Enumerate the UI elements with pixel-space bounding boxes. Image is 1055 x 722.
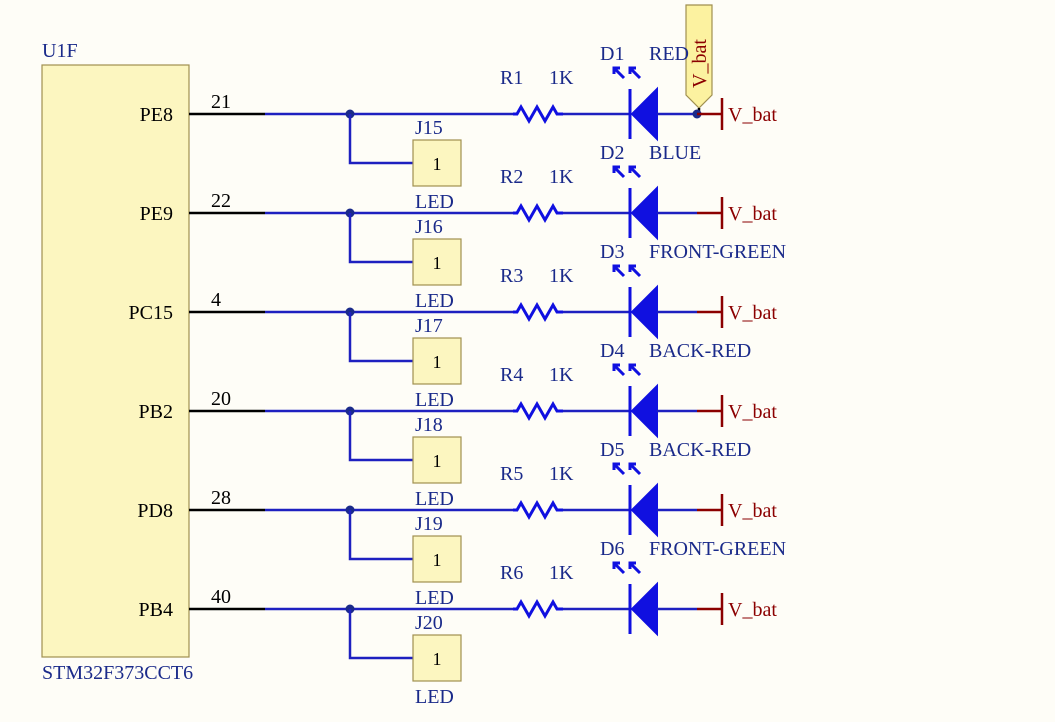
channel-row: 1 J17 LED PC15 4 R3 1K D3 FRONT-GREEN V_…: [129, 241, 787, 411]
header-connector[interactable]: [412, 139, 462, 187]
pin-name: PB4: [139, 599, 173, 621]
resistor-value: 1K: [549, 463, 574, 485]
header-pin-number: 1: [433, 154, 442, 174]
resistor-designator: R5: [500, 463, 523, 485]
diode-designator: D4: [600, 340, 624, 362]
channel-row: 1 J19 LED PD8 28 R5 1K D5 BACK-RED V_bat: [137, 439, 777, 609]
diode-label: BACK-RED: [649, 340, 751, 362]
header-pin-number: 1: [433, 253, 442, 273]
header-pin-number: 1: [433, 352, 442, 372]
power-port-label: V_bat: [728, 500, 777, 522]
resistor-value: 1K: [549, 364, 574, 386]
led-symbol[interactable]: [612, 264, 658, 340]
header-pin-number: 1: [433, 451, 442, 471]
net-flag-label: V_bat: [689, 39, 711, 88]
resistor-symbol[interactable]: [513, 598, 563, 620]
diode-label: FRONT-GREEN: [649, 538, 786, 560]
power-port-label: V_bat: [728, 203, 777, 225]
header-designator: J19: [415, 513, 443, 535]
pin-name: PE8: [140, 104, 173, 126]
pin-number: 20: [211, 388, 231, 410]
resistor-designator: R6: [500, 562, 523, 584]
header-designator: J16: [415, 216, 443, 238]
resistor-value: 1K: [549, 166, 574, 188]
diode-designator: D2: [600, 142, 624, 164]
diode-designator: D5: [600, 439, 624, 461]
header-label: LED: [415, 686, 454, 708]
resistor-designator: R4: [500, 364, 523, 386]
ic-body[interactable]: [41, 64, 190, 658]
header-label: LED: [415, 587, 454, 609]
header-designator: J18: [415, 414, 443, 436]
header-connector[interactable]: [412, 337, 462, 385]
led-symbol[interactable]: [612, 66, 658, 142]
header-label: LED: [415, 290, 454, 312]
pin-number: 40: [211, 586, 231, 608]
diode-designator: D1: [600, 43, 624, 65]
resistor-designator: R3: [500, 265, 523, 287]
pin-number: 28: [211, 487, 231, 509]
pin-number: 4: [211, 289, 221, 311]
net-flag-v-bat[interactable]: V_bat: [685, 4, 713, 113]
diode-label: BLUE: [649, 142, 701, 164]
header-label: LED: [415, 191, 454, 213]
channel-row: 1 J15 LED PE8 21 R1 1K D1 RED V_bat: [140, 43, 778, 213]
resistor-value: 1K: [549, 265, 574, 287]
diode-label: RED: [649, 43, 689, 65]
resistor-value: 1K: [549, 562, 574, 584]
led-symbol[interactable]: [612, 462, 658, 538]
resistor-designator: R2: [500, 166, 523, 188]
resistor-value: 1K: [549, 67, 574, 89]
power-port-label: V_bat: [728, 302, 777, 324]
channel-row: 1 J18 LED PB2 20 R4 1K D4 BACK-RED V_bat: [139, 340, 778, 510]
ic-part-number: STM32F373CCT6: [42, 662, 193, 684]
header-connector[interactable]: [412, 238, 462, 286]
channel-row: 1 J16 LED PE9 22 R2 1K D2 BLUE V_bat: [140, 142, 778, 312]
header-connector[interactable]: [412, 436, 462, 484]
pin-number: 21: [211, 91, 231, 113]
power-port-label: V_bat: [728, 599, 777, 621]
header-connector[interactable]: [412, 634, 462, 682]
power-port-label: V_bat: [728, 104, 777, 126]
header-label: LED: [415, 389, 454, 411]
diode-label: FRONT-GREEN: [649, 241, 786, 263]
pin-name: PC15: [129, 302, 173, 324]
header-designator: J17: [415, 315, 443, 337]
resistor-symbol[interactable]: [513, 301, 563, 323]
header-designator: J20: [415, 612, 443, 634]
resistor-symbol[interactable]: [513, 499, 563, 521]
header-connector[interactable]: [412, 535, 462, 583]
resistor-symbol[interactable]: [513, 202, 563, 224]
diode-label: BACK-RED: [649, 439, 751, 461]
header-label: LED: [415, 488, 454, 510]
header-pin-number: 1: [433, 550, 442, 570]
channel-row: 1 J20 LED PB4 40 R6 1K D6 FRONT-GREEN V_…: [139, 538, 787, 708]
led-symbol[interactable]: [612, 561, 658, 637]
led-symbol[interactable]: [612, 363, 658, 439]
resistor-designator: R1: [500, 67, 523, 89]
power-port-label: V_bat: [728, 401, 777, 423]
pin-number: 22: [211, 190, 231, 212]
header-designator: J15: [415, 117, 443, 139]
header-pin-number: 1: [433, 649, 442, 669]
pin-name: PB2: [139, 401, 173, 423]
ic-designator: U1F: [42, 40, 78, 62]
diode-designator: D6: [600, 538, 624, 560]
pin-name: PD8: [137, 500, 173, 522]
diode-designator: D3: [600, 241, 624, 263]
resistor-symbol[interactable]: [513, 103, 563, 125]
led-symbol[interactable]: [612, 165, 658, 241]
resistor-symbol[interactable]: [513, 400, 563, 422]
pin-name: PE9: [140, 203, 173, 225]
